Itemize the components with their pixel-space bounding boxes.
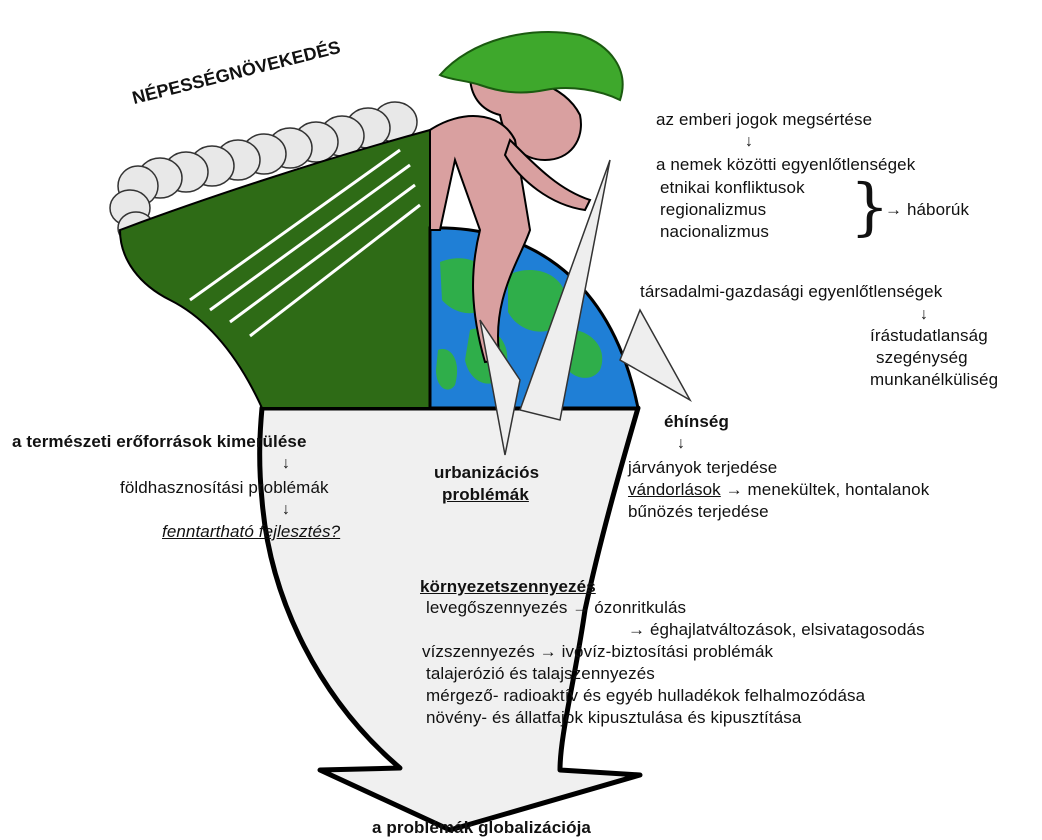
- arrow-down-4: ↓: [282, 454, 290, 474]
- sustainable-label: fenntartható fejlesztés?: [162, 522, 340, 542]
- water-text: vízszennyezés: [422, 642, 535, 661]
- globalization-label: a problémák globalizációja: [372, 818, 591, 838]
- ethnic-label: etnikai konfliktusok: [660, 178, 805, 198]
- regionalism-label: regionalizmus: [660, 200, 766, 220]
- pollution-label: környezetszennyezés: [420, 577, 596, 597]
- migrations-text: vándorlások: [628, 480, 721, 499]
- arrow-down-1: ↓: [745, 132, 753, 152]
- arrow-right-air: →: [572, 598, 589, 617]
- arrow-down-2: ↓: [920, 305, 928, 325]
- air-text: levegőszennyezés: [426, 598, 567, 617]
- brace-symbol: }: [850, 176, 889, 238]
- refugees-text: menekültek, hontalanok: [748, 480, 930, 499]
- human-rights-label: az emberi jogok megsértése: [656, 110, 872, 130]
- climate-row: → éghajlatváltozások, elsivatagosodás: [628, 620, 925, 640]
- illiteracy-label: írástudatlanság: [870, 326, 988, 346]
- crime-label: bűnözés terjedése: [628, 502, 769, 522]
- nationalism-label: nacionalizmus: [660, 222, 769, 242]
- wars-text: háborúk: [907, 200, 969, 219]
- urban-label-1: urbanizációs: [434, 463, 539, 483]
- epidemics-label: járványok terjedése: [628, 458, 777, 478]
- resources-label: a természeti erőforrások kimerülése: [12, 432, 307, 452]
- urban-label-2: problémák: [442, 485, 529, 505]
- waste-label: mérgező- radioaktív és egyéb hulladékok …: [426, 686, 865, 706]
- arrow-right-migrations: →: [726, 480, 743, 499]
- socio-economic-label: társadalmi-gazdasági egyenlőtlenségek: [640, 282, 942, 302]
- arrow-right-climate: →: [628, 620, 645, 639]
- climate-text: éghajlatváltozások, elsivatagosodás: [650, 620, 925, 639]
- arrow-right-wars: →: [885, 200, 902, 219]
- wars-label: → háborúk: [885, 200, 969, 220]
- unemployment-label: munkanélküliség: [870, 370, 998, 390]
- water-row: vízszennyezés → ivóvíz-biztosítási probl…: [422, 642, 773, 662]
- air-row: levegőszennyezés → ózonritkulás: [426, 598, 686, 618]
- hunger-label: éhínség: [664, 412, 729, 432]
- soil-label: talajerózió és talajszennyezés: [426, 664, 655, 684]
- arrow-down-5: ↓: [282, 500, 290, 520]
- drinking-text: ivóvíz-biztosítási problémák: [562, 642, 774, 661]
- land-use-label: földhasznosítási problémák: [120, 478, 329, 498]
- arrow-down-3: ↓: [677, 434, 685, 454]
- poverty-label: szegénység: [876, 348, 968, 368]
- arrow-right-water: →: [540, 642, 557, 661]
- species-label: növény- és állatfajok kipusztulása és ki…: [426, 708, 801, 728]
- ozone-text: ózonritkulás: [594, 598, 686, 617]
- migrations-row: vándorlások → menekültek, hontalanok: [628, 480, 929, 500]
- hair: [440, 32, 623, 100]
